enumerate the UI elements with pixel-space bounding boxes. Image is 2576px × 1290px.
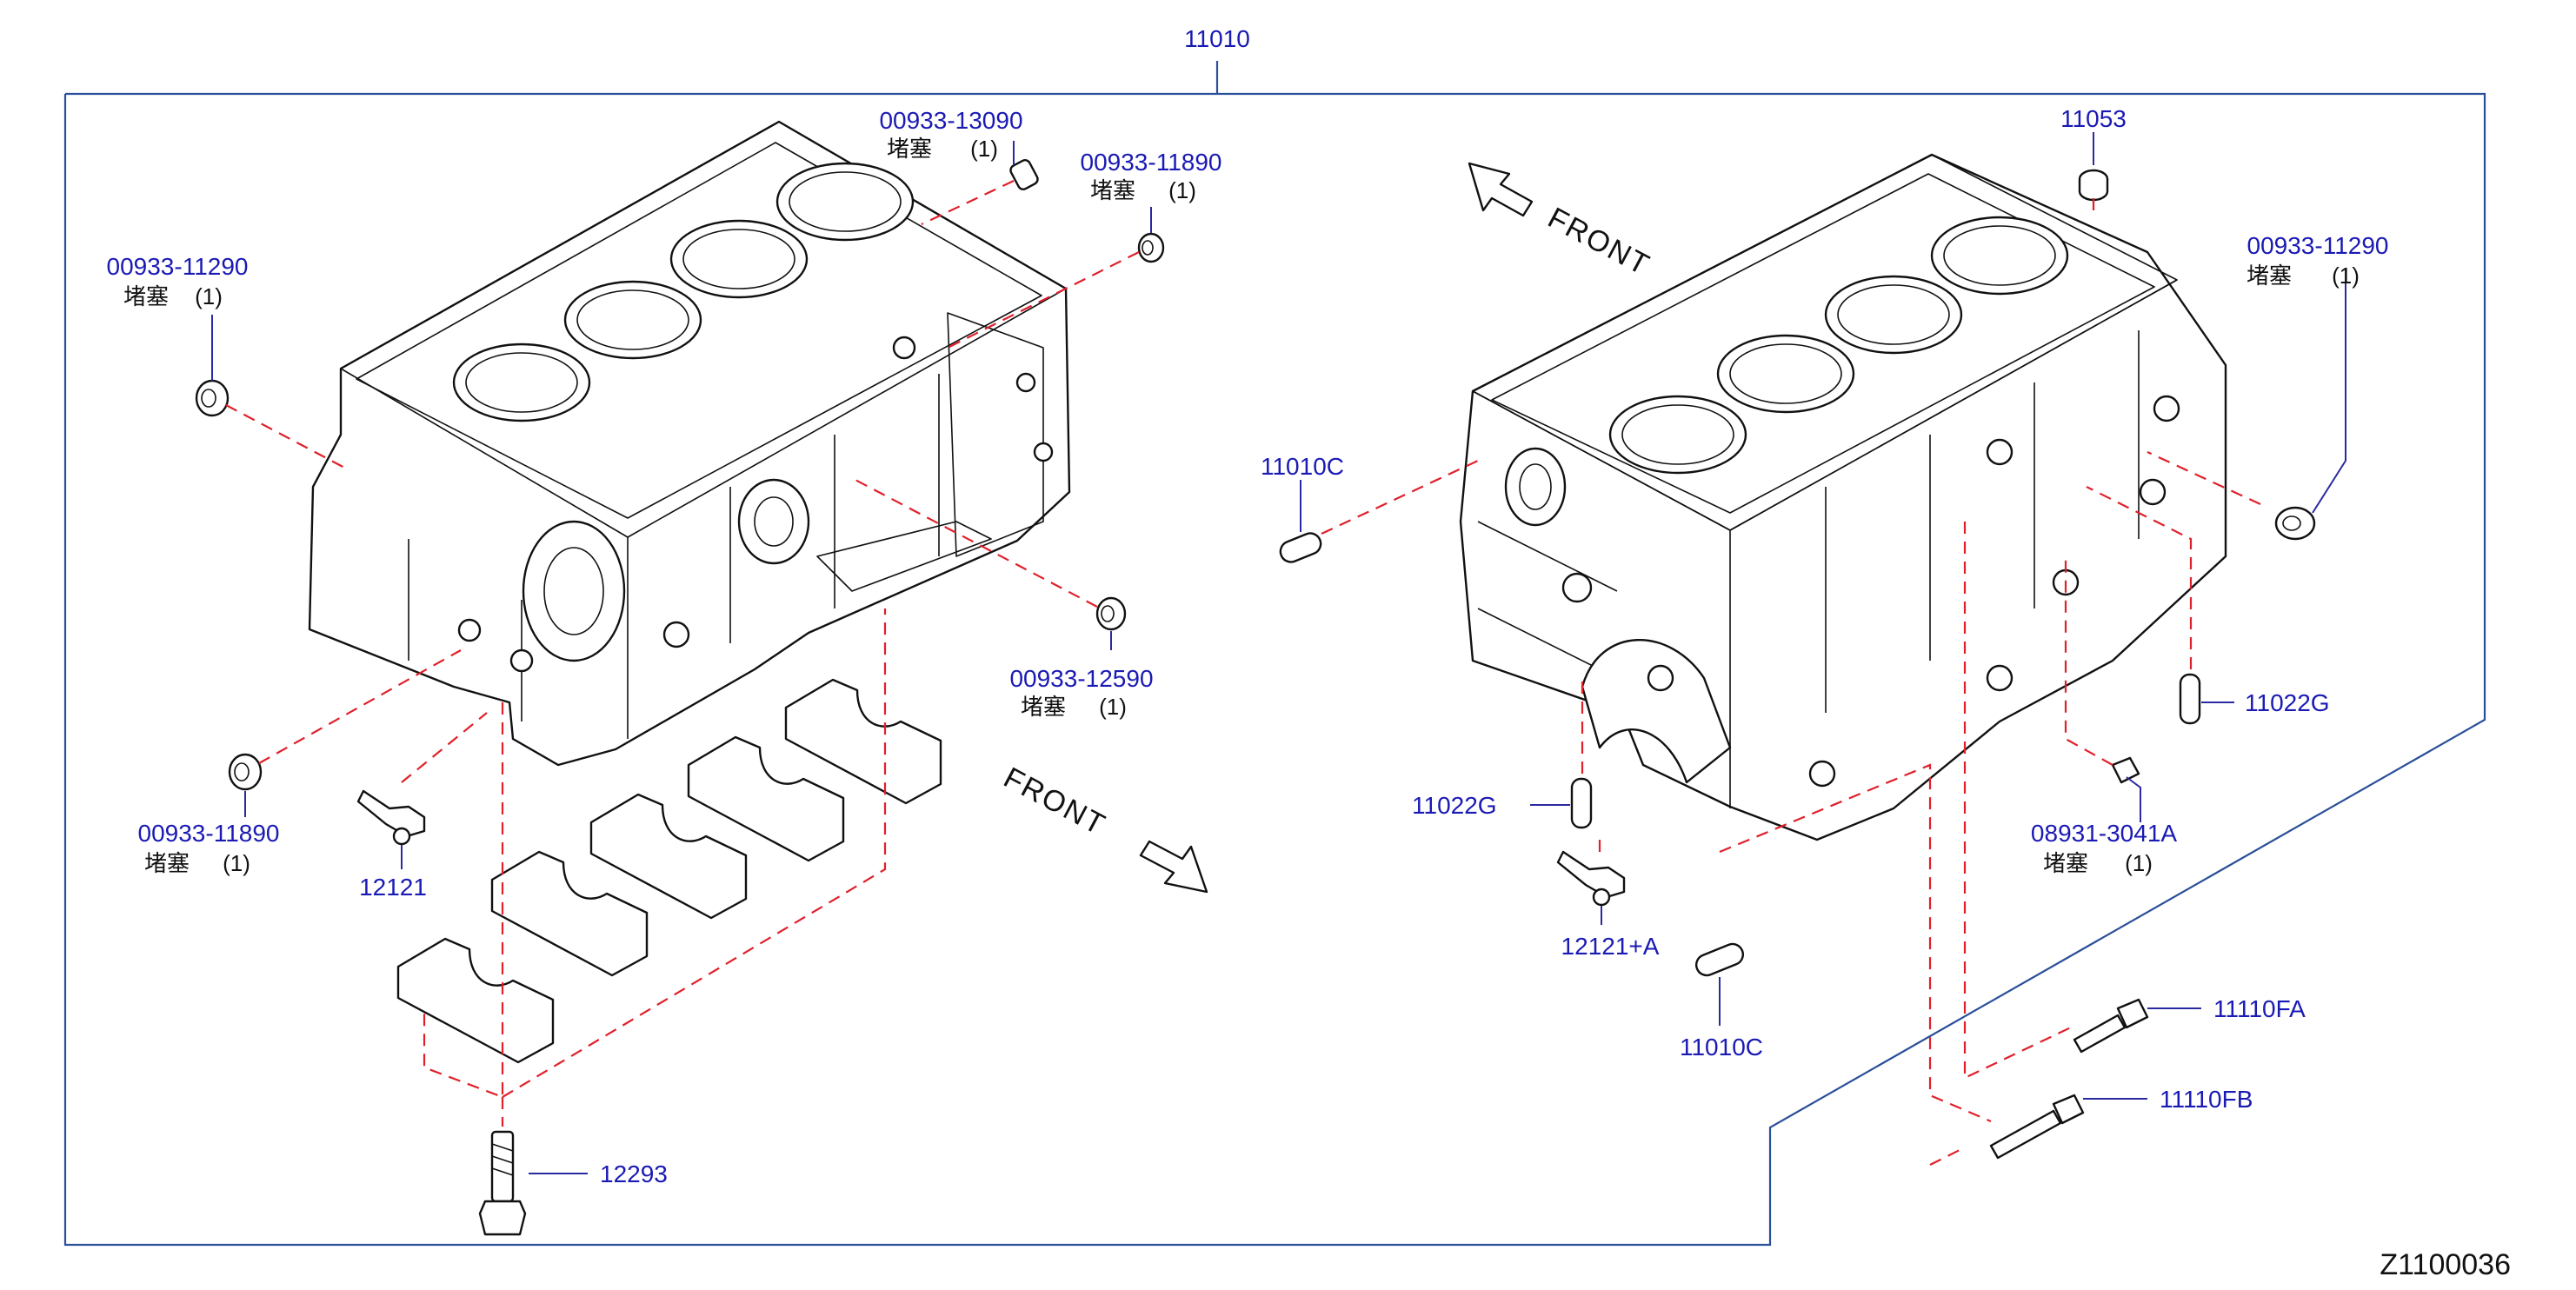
plug-note-3041a: 堵塞 — [2043, 850, 2088, 876]
label-11110fb[interactable]: 11110FB — [2160, 1086, 2253, 1113]
label-00933-12590[interactable]: 00933-12590 — [1009, 665, 1153, 692]
assembly-number[interactable]: 11010 — [1184, 25, 1250, 52]
front-label-bottom: FRONT — [998, 761, 1111, 842]
part-labels: 11010 00933-13090 堵塞 (1) 00933-11890 堵塞 … — [107, 25, 2511, 1281]
label-12121-a[interactable]: 12121+A — [1561, 933, 1660, 960]
label-11022g-left[interactable]: 11022G — [1412, 792, 1497, 819]
label-11022g-right[interactable]: 11022G — [2245, 689, 2330, 716]
label-11110fa[interactable]: 11110FA — [2213, 995, 2306, 1022]
qty-3041a: (1) — [2125, 850, 2153, 876]
label-11053[interactable]: 11053 — [2060, 105, 2127, 132]
front-arrow-top: FRONT — [1468, 162, 1655, 283]
leader-lines — [211, 132, 2346, 1174]
label-12293[interactable]: 12293 — [600, 1160, 668, 1187]
qty-12590: (1) — [1099, 694, 1127, 720]
label-00933-11290-left[interactable]: 00933-11290 — [107, 253, 249, 280]
qty-11290-left: (1) — [195, 283, 223, 309]
right-small-parts — [1279, 169, 2316, 1160]
label-11010c-bottom[interactable]: 11010C — [1680, 1034, 1763, 1061]
label-08931-3041a[interactable]: 08931-3041A — [2031, 820, 2177, 847]
main-bearing-caps — [396, 678, 942, 1064]
assembly-border — [63, 61, 2486, 1247]
plug-note-11890-top: 堵塞 — [1090, 177, 1135, 203]
qty-11890-bottom: (1) — [223, 850, 250, 876]
cylinder-block-rear-view — [1459, 153, 2227, 841]
label-00933-11890-bottom[interactable]: 00933-11890 — [138, 820, 280, 847]
front-arrow-bottom: FRONT — [998, 761, 1208, 894]
label-00933-11890-top[interactable]: 00933-11890 — [1081, 149, 1222, 176]
label-00933-11290-right[interactable]: 00933-11290 — [2247, 232, 2389, 259]
label-12121[interactable]: 12121 — [359, 874, 427, 901]
plug-note-12590: 堵塞 — [1021, 694, 1066, 720]
label-00933-13090[interactable]: 00933-13090 — [879, 107, 1022, 134]
left-small-parts — [195, 159, 1165, 1236]
plug-note-13090: 堵塞 — [887, 136, 932, 162]
qty-11290-right: (1) — [2332, 263, 2360, 289]
qty-11890-top: (1) — [1168, 177, 1196, 203]
plug-note-11290-right: 堵塞 — [2247, 263, 2292, 289]
label-11010c-top[interactable]: 11010C — [1261, 453, 1344, 480]
cylinder-block-front-view — [308, 120, 1071, 767]
assembly-dash-lines — [225, 180, 2261, 1166]
plug-note-11890-bottom: 堵塞 — [144, 850, 190, 876]
qty-13090: (1) — [970, 136, 998, 162]
front-label-top: FRONT — [1542, 202, 1655, 283]
plug-note-11290-left: 堵塞 — [123, 283, 169, 309]
diagram-id: Z1100036 — [2380, 1248, 2511, 1281]
